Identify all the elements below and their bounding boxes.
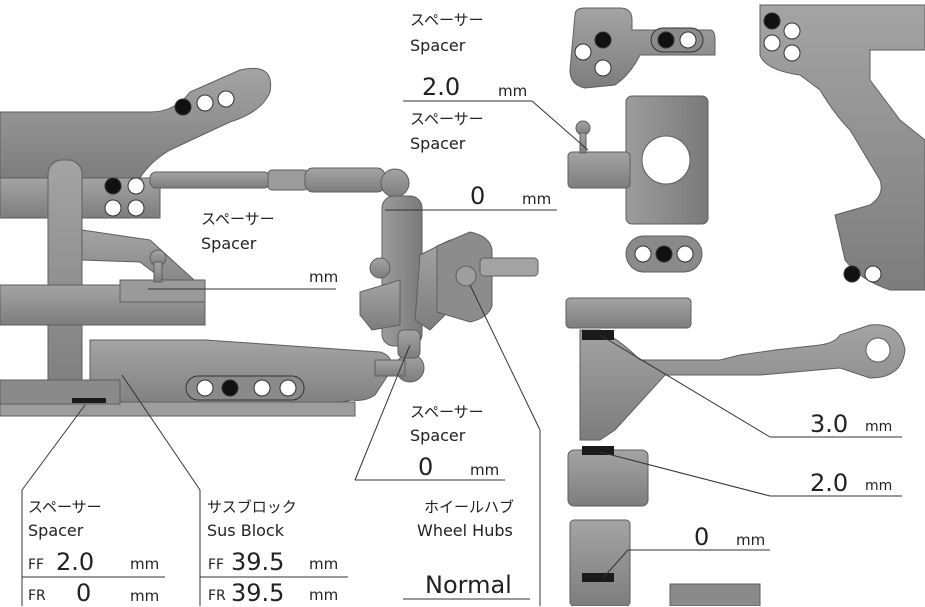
arm-bottom-spacer-unit: mm [865, 478, 893, 494]
sus-block-title-jp: サスブロック [207, 498, 297, 516]
block-spacer-fr-unit: mm [130, 587, 160, 605]
hole-pattern-tower-right [763, 12, 882, 283]
upper-right-parts [565, 4, 925, 606]
sus-block-fr-unit: mm [309, 586, 339, 604]
arm-spacer-marks [582, 330, 614, 582]
sus-block-title-en: Sus Block [207, 521, 284, 540]
hole-pattern-tower-body [104, 177, 145, 217]
block-spacer-mark [72, 398, 106, 403]
wheel-hubs-title-jp: ホイールハブ [424, 498, 515, 516]
block-spacer-title-en: Spacer [28, 521, 84, 540]
block-spacer-ff-value: 2.0 [56, 548, 95, 576]
arm-top-spacer-value: 3.0 [810, 410, 849, 438]
spacer-label-en: Spacer [410, 134, 466, 153]
wheel-hubs-title-en: Wheel Hubs [417, 521, 513, 540]
spacer-label-jp: スペーサー [410, 403, 484, 421]
wheel-hubs-value: Normal [425, 571, 512, 599]
spacer-label-jp: スペーサー [201, 210, 275, 228]
sus-block-fr-value: 39.5 [231, 579, 285, 607]
sus-block-fr-prefix: FR [208, 588, 226, 604]
upper-link-ball-value: 0 [470, 182, 486, 210]
leader-lines [21, 100, 902, 606]
block-spacer-title-jp: スペーサー [28, 498, 102, 516]
spacer-label-en: Spacer [410, 426, 466, 445]
arm-bottom-spacer-value: 2.0 [810, 469, 849, 497]
chassis-assembly [0, 67, 539, 417]
sus-block-ff-unit: mm [309, 555, 339, 573]
spacer-label-en: Spacer [201, 234, 257, 253]
upper-link-top-value: 2.0 [422, 73, 461, 101]
spacer-label-jp: スペーサー [410, 110, 484, 128]
knuckle-spacer-unit: mm [470, 461, 500, 479]
upper-link-top-unit: mm [498, 82, 528, 100]
knuckle-spacer-value: 0 [418, 453, 434, 481]
hole-pattern-bracket [574, 27, 704, 77]
sus-block-ff-prefix: FF [208, 557, 225, 573]
hole-pattern-pill [634, 245, 694, 263]
spacer-label-jp: スペーサー [410, 11, 484, 29]
arm-top-spacer-unit: mm [865, 419, 893, 435]
block-spacer-fr-prefix: FR [28, 588, 46, 604]
upper-mid-unit: mm [309, 268, 339, 286]
hole-pattern-tower-top [174, 90, 235, 116]
block-spacer-fr-value: 0 [76, 579, 92, 607]
spacer-label-en: Spacer [410, 36, 466, 55]
upper-link-ball-unit: mm [522, 190, 552, 208]
block-spacer-ff-prefix: FF [28, 557, 45, 573]
block-spacer-ff-unit: mm [130, 555, 160, 573]
lower-right-spacer-value: 0 [694, 523, 710, 551]
hole-pattern-lower-arm [185, 375, 305, 401]
sus-block-ff-value: 39.5 [231, 548, 285, 576]
lower-right-spacer-unit: mm [736, 531, 766, 549]
